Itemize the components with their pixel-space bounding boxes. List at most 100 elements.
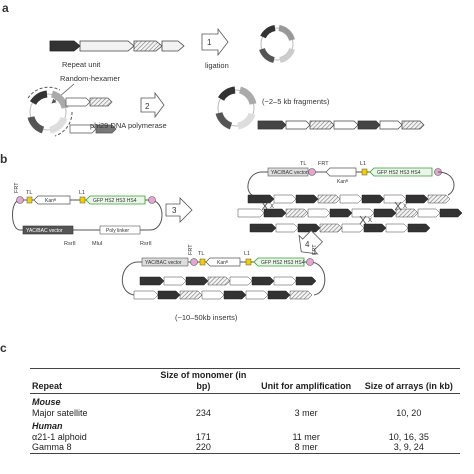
yac-vector-box <box>22 225 74 235</box>
column-header: Repeat <box>32 381 63 391</box>
inserts-label: (~10–50kb inserts) <box>175 313 238 322</box>
hexamer-pointer <box>51 83 75 104</box>
table-header-row: Repeat Size of monomer (in bp) Unit for … <box>30 368 460 394</box>
step-4-arrow: 4 <box>298 229 324 255</box>
gfp-cassette <box>85 195 146 205</box>
rsrii-label-left: RsrII <box>64 241 76 247</box>
crossover-marks <box>261 201 402 225</box>
table-cell: 10, 16, 35 <box>388 431 429 442</box>
kan-cassette <box>325 167 357 177</box>
yac-vector-box <box>267 167 309 177</box>
final-circular-construct <box>121 257 326 300</box>
dark-monomer-arrow <box>49 40 81 52</box>
yac-vector-label: YAC/BAC vector <box>26 228 63 234</box>
table-cell: α21-1 alphoid <box>32 431 87 442</box>
step-1-number: 1 <box>207 38 212 47</box>
table-cell: 3, 9, 24 <box>393 442 424 452</box>
light-monomer-arrow <box>161 40 185 52</box>
frt-site <box>308 168 316 176</box>
group-row: Human <box>30 418 460 432</box>
column-header: Unit for amplification <box>261 381 352 391</box>
hatched-monomer-arrow <box>133 40 163 52</box>
l1-marker <box>361 168 368 176</box>
displaced-strand-arrows <box>65 97 117 134</box>
polylinker-box <box>99 225 141 235</box>
frt-label: FRT <box>14 182 20 193</box>
kan-cassette <box>33 195 71 205</box>
frt-label: FRT <box>188 244 194 255</box>
tandem-repeat-fragment <box>257 120 425 130</box>
step-4-number: 4 <box>305 240 310 249</box>
kan-label: Kanᴿ <box>45 198 57 204</box>
tl-marker <box>199 258 206 266</box>
frt-label: FRT <box>312 244 318 255</box>
table-cell: 3 mer <box>294 407 318 418</box>
fragments-label: (~2–5 kb fragments) <box>262 97 330 106</box>
gfp-cassette-label: GFP HS2 HS3 HS4 <box>261 260 305 266</box>
frt-site <box>16 196 24 204</box>
light-monomer-arrow <box>79 40 135 52</box>
l1-label: L1 <box>79 190 85 196</box>
kan-label: Kanᴿ <box>217 260 229 266</box>
crossover-x-label: X <box>403 204 407 210</box>
gfp-cassette-label: GFP HS2 HS3 HS4 <box>93 198 137 204</box>
step-2-arrow: 2 <box>140 91 165 119</box>
table-row: Gamma 8 220 8 mer 3, 9, 24 <box>30 442 460 453</box>
tl-label: TL <box>300 161 306 167</box>
panel-label-a: a <box>2 1 9 15</box>
step-1-arrow: 1 <box>201 27 229 57</box>
l1-marker <box>79 196 86 204</box>
mlui-label: MluI <box>92 241 103 247</box>
table-cell: 234 <box>195 407 211 418</box>
yac-vector-box <box>141 257 189 267</box>
table-cell: 220 <box>195 442 211 452</box>
repeat-array-rows <box>237 194 463 233</box>
polylinker-label: Poly linker <box>106 228 129 234</box>
table-cell: 11 mer <box>292 431 320 442</box>
frt-label: FRT <box>318 161 329 167</box>
kan-cassette <box>205 257 241 267</box>
crossover-x-label: X <box>368 218 372 224</box>
column-header: Size of arrays (in kb) <box>364 381 453 391</box>
panel-label-b: b <box>0 152 7 166</box>
group-row: Mouse <box>30 394 460 408</box>
gfp-cassette <box>369 167 433 177</box>
tl-label: TL <box>198 251 204 257</box>
panel-label-c: c <box>0 341 7 355</box>
kan-label: Kanᴿ <box>337 179 349 185</box>
step-3-arrow: 3 <box>165 197 193 223</box>
l1-marker <box>245 258 252 266</box>
yac-vector-label: YAC/BAC vector <box>271 170 308 176</box>
table-cell: Gamma 8 <box>32 442 72 452</box>
circular-ligation-product <box>259 25 295 63</box>
gfp-cassette-label: GFP HS2 HS3 HS4 <box>377 170 421 176</box>
frt-site <box>306 258 314 266</box>
tl-label: TL <box>26 190 32 196</box>
ligation-label: ligation <box>205 61 229 70</box>
table-cell: 10, 20 <box>396 407 422 418</box>
table-row: α21-1 alphoid 171 11 mer 10, 16, 35 <box>30 432 460 443</box>
table-row: Major satellite 234 3 mer 10, 20 <box>30 408 460 419</box>
frt-site <box>190 258 198 266</box>
rolling-circle-template <box>27 86 73 137</box>
table-cell: Major satellite <box>32 407 88 418</box>
step-3-number: 3 <box>172 206 177 215</box>
frt-site <box>148 196 156 204</box>
l1-label: L1 <box>360 161 366 167</box>
repeat-unit-label: Repeat unit <box>62 60 101 69</box>
repeat-unit-strip <box>49 40 185 52</box>
gfp-cassette <box>253 257 305 267</box>
l1-label: L1 <box>244 251 250 257</box>
random-hexamer-label: Random-hexamer <box>60 74 121 83</box>
crossover-x-label: X <box>270 204 274 210</box>
group-name: Mouse <box>32 397 61 407</box>
repeat-table: Repeat Size of monomer (in bp) Unit for … <box>30 368 460 454</box>
recombination-construct <box>247 167 455 196</box>
column-header: Size of monomer (in bp) <box>160 370 247 391</box>
rsrii-label-right: RsrII <box>140 241 152 247</box>
amplified-circle <box>215 86 257 130</box>
step-2-number: 2 <box>145 102 150 111</box>
table-cell: 8 mer <box>294 442 318 452</box>
polymerase-label: phi29 DNA polymerase <box>90 121 167 130</box>
